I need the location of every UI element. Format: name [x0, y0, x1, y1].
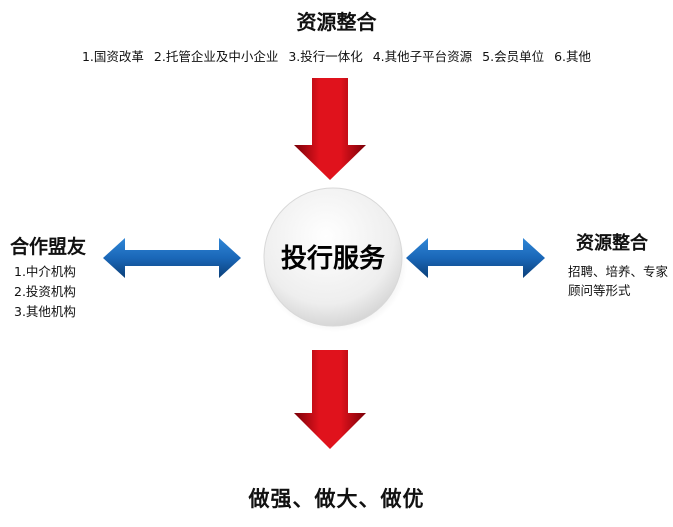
center-circle [263, 187, 403, 327]
double-arrow-right [406, 238, 545, 278]
top-item: 2.托管企业及中小企业 [153, 49, 279, 64]
down-arrow-bottom [294, 350, 366, 449]
left-items-list: 1.中介机构 2.投资机构 3.其他机构 [14, 262, 76, 322]
right-description: 招聘、培养、专家顾问等形式 [568, 264, 669, 298]
top-item: 6.其他 [554, 49, 592, 64]
right-title: 资源整合 [576, 233, 648, 254]
bottom-title: 做强、做大、做优 [248, 487, 425, 511]
left-item: 2.投资机构 [14, 284, 76, 299]
top-items-list: 1.国资改革 2.托管企业及中小企业 3.投行一体化 4.其他子平台资源 5.会… [0, 46, 673, 65]
left-item: 1.中介机构 [14, 264, 76, 279]
top-item: 1.国资改革 [81, 49, 144, 64]
top-item: 4.其他子平台资源 [372, 49, 473, 64]
left-title: 合作盟友 [10, 236, 87, 258]
center-label: 投行服务 [280, 244, 385, 274]
double-arrow-left [103, 238, 241, 278]
top-item: 5.会员单位 [482, 49, 545, 64]
down-arrow-top [294, 78, 366, 180]
top-item: 3.投行一体化 [288, 49, 363, 64]
left-item: 3.其他机构 [14, 304, 76, 319]
top-title: 资源整合 [296, 10, 377, 34]
